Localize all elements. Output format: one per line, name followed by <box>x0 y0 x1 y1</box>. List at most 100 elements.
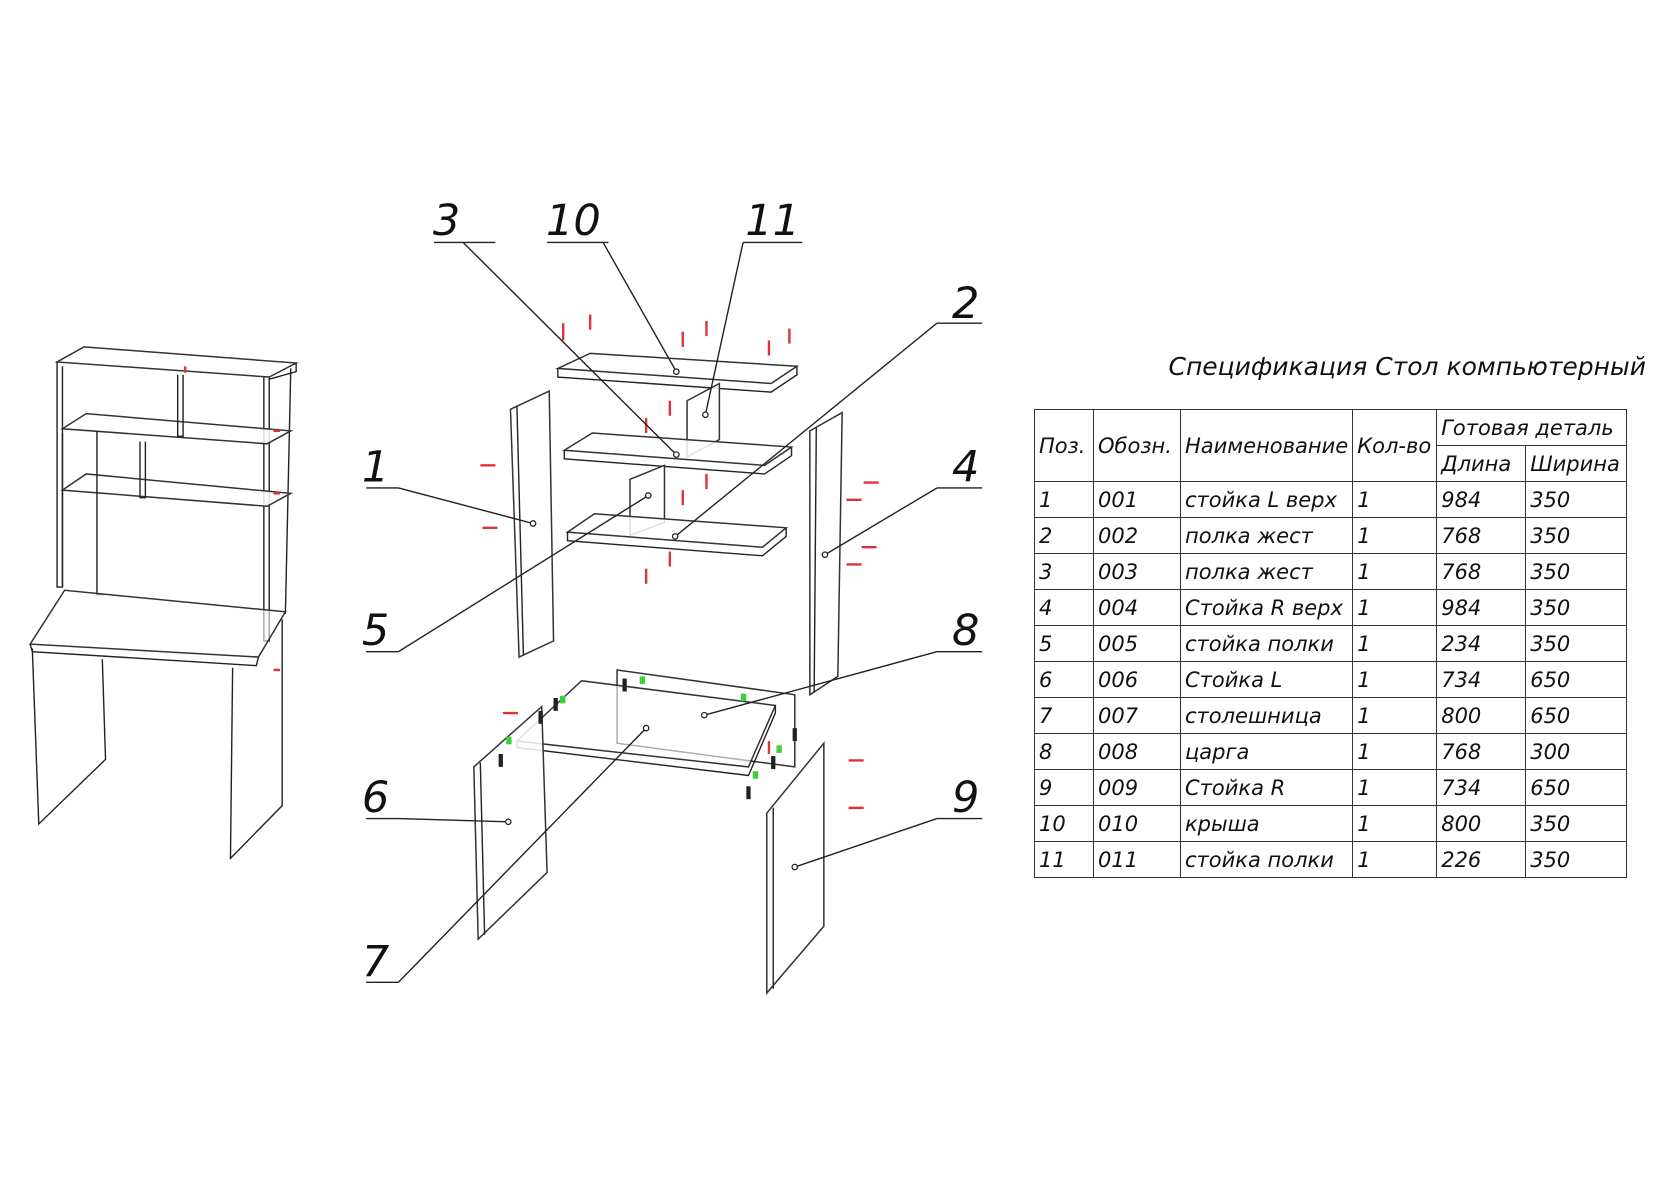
cell-length: 768 <box>1436 553 1527 590</box>
cell-pos: 10 <box>1034 805 1094 842</box>
table-subheader-row: Длина Ширина <box>1035 445 1628 482</box>
cell-name: крыша <box>1179 805 1354 842</box>
svg-text:9: 9 <box>952 773 979 823</box>
cell-qty: 1 <box>1352 589 1438 626</box>
callout-1: 1 <box>362 443 537 527</box>
exploded-view <box>473 314 879 996</box>
callout-5: 5 <box>362 492 652 656</box>
dowels <box>498 676 797 800</box>
svg-text:4: 4 <box>952 443 979 493</box>
cell-code: 002 <box>1093 517 1181 554</box>
cell-pos: 6 <box>1034 661 1094 698</box>
cell-name: стойка L верх <box>1179 481 1354 518</box>
svg-text:5: 5 <box>362 606 389 656</box>
callout-6: 6 <box>362 773 512 826</box>
cell-name: Стойка L <box>1179 661 1354 698</box>
svg-text:2: 2 <box>952 279 979 329</box>
cell-qty: 1 <box>1352 481 1438 518</box>
cell-code: 008 <box>1093 733 1181 770</box>
cell-qty: 1 <box>1352 517 1438 554</box>
cell-width: 350 <box>1525 805 1628 842</box>
cell-pos: 7 <box>1034 697 1094 734</box>
cell-name: полка жест <box>1179 553 1354 590</box>
header-qty: Кол-во <box>1352 409 1438 482</box>
cell-name: Стойка R <box>1179 769 1354 806</box>
cell-pos: 2 <box>1034 517 1094 554</box>
svg-text:1: 1 <box>362 443 389 493</box>
cell-width: 650 <box>1525 661 1628 698</box>
cell-code: 006 <box>1093 661 1181 698</box>
cell-code: 003 <box>1093 553 1181 590</box>
cell-code: 005 <box>1093 625 1181 662</box>
cell-width: 350 <box>1525 553 1628 590</box>
cell-qty: 1 <box>1352 553 1438 590</box>
cell-code: 004 <box>1093 589 1181 626</box>
header-code: Обозн. <box>1093 409 1181 482</box>
cell-qty: 1 <box>1352 805 1438 842</box>
cell-length: 984 <box>1436 481 1527 518</box>
cell-length: 734 <box>1436 769 1527 806</box>
cell-width: 350 <box>1525 481 1628 518</box>
part-2-shelf <box>565 513 789 548</box>
cell-width: 350 <box>1525 589 1628 626</box>
callout-11: 11 <box>702 196 803 419</box>
cell-width: 350 <box>1525 625 1628 662</box>
cell-pos: 8 <box>1034 733 1094 770</box>
cell-width: 300 <box>1525 733 1628 770</box>
callout-4: 4 <box>821 443 983 559</box>
cell-qty: 1 <box>1352 625 1438 662</box>
cell-name: стойка полки <box>1179 841 1354 878</box>
header-finished: Готовая деталь <box>1436 409 1628 446</box>
cell-width: 650 <box>1525 769 1628 806</box>
cell-width: 350 <box>1525 841 1628 878</box>
header-width: Ширина <box>1525 445 1628 482</box>
header-pos: Поз. <box>1034 409 1094 482</box>
cell-name: полка жест <box>1179 517 1354 554</box>
cell-name: столешница <box>1179 697 1354 734</box>
spec-table: Поз. Обозн. Наименование Кол-во Готовая … <box>1034 409 1628 878</box>
cell-width: 350 <box>1525 517 1628 554</box>
part-10-roof <box>554 352 800 385</box>
part-3-shelf <box>561 432 794 467</box>
cell-code: 011 <box>1093 841 1181 878</box>
svg-text:8: 8 <box>952 606 979 656</box>
callout-3: 3 <box>433 196 680 458</box>
cell-name: стойка полки <box>1179 625 1354 662</box>
svg-text:3: 3 <box>433 196 460 246</box>
header-name: Наименование <box>1179 409 1354 482</box>
cell-pos: 5 <box>1034 625 1094 662</box>
cell-pos: 1 <box>1034 481 1094 518</box>
header-length: Длина <box>1436 445 1527 482</box>
cell-length: 800 <box>1436 697 1527 734</box>
cell-qty: 1 <box>1352 661 1438 698</box>
cell-code: 007 <box>1093 697 1181 734</box>
cell-name: царга <box>1179 733 1354 770</box>
svg-text:11: 11 <box>745 196 800 246</box>
callout-7: 7 <box>362 724 650 987</box>
part-11-upright <box>686 382 721 458</box>
callouts: 3 10 11 2 1 4 5 8 6 9 7 <box>362 196 983 987</box>
cell-length: 734 <box>1436 661 1527 698</box>
cell-length: 984 <box>1436 589 1527 626</box>
cell-name: Стойка R верх <box>1179 589 1354 626</box>
callout-10: 10 <box>546 196 680 375</box>
cell-length: 226 <box>1436 841 1527 878</box>
screws <box>480 314 879 809</box>
cell-length: 768 <box>1436 733 1527 770</box>
spec-title: Спецификация Стол компьютерный <box>1168 352 1646 381</box>
cell-code: 010 <box>1093 805 1181 842</box>
callout-8: 8 <box>700 606 983 719</box>
cell-pos: 4 <box>1034 589 1094 626</box>
cell-qty: 1 <box>1352 841 1438 878</box>
